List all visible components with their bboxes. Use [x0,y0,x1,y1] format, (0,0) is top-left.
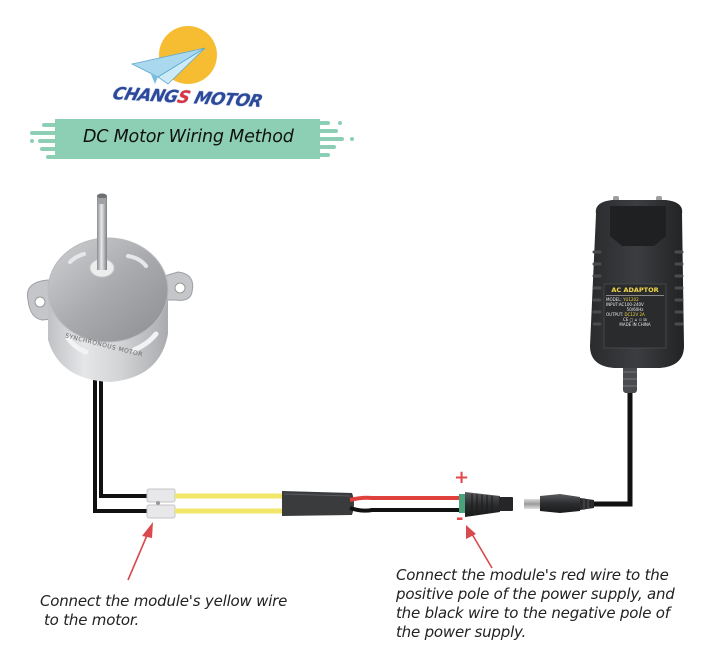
caption-line: positive pole of the power supply, and [396,585,675,603]
power-supply-caption: Connect the module's red wire to the pos… [396,566,716,642]
left-pointer-arrow [127,522,153,581]
dc-male-plug [524,494,594,513]
caption-line: to the motor. [44,611,140,629]
mount-hole [174,282,186,294]
title-banner [30,119,354,159]
caption-line: Connect the module's red wire to the [396,566,669,584]
adaptor-spec-label: AC ADAPTOR MODEL: YU1202 INPUT:AC100-240… [606,286,664,327]
heat-shrink-tube [282,491,354,516]
terminal-block [146,488,176,519]
adaptor-input: INPUT:AC100-240V [606,302,644,307]
adaptor-model-value: YU1202 [623,297,639,302]
synchronous-motor [26,193,194,382]
module-output-wires [349,495,460,513]
adaptor-output: OUTPUT: DC12V 2A [606,312,664,317]
dc-female-connector [459,492,513,517]
adaptor-model: MODEL: YU1202 [606,297,664,302]
yellow-wires [175,493,282,514]
paper-plane-icon [130,47,206,85]
cable-strain-relief [623,365,637,393]
yellow-wire-caption: Connect the module's yellow wire to the … [40,592,340,630]
caption-line: the power supply. [396,623,527,641]
power-adapter [590,196,684,368]
motor-leads [93,370,150,513]
negative-pole-label: - [456,508,464,529]
adaptor-title: AC ADAPTOR [606,286,664,296]
caption-line: Connect the module's yellow wire [40,592,288,610]
motor-shaft [97,196,107,270]
adaptor-model-label: MODEL: [606,297,622,302]
adaptor-cable [594,392,633,507]
brand-logo [130,26,217,85]
mount-hole [34,296,46,308]
caption-line: the black wire to the negative pole of [396,604,670,622]
right-pointer-arrow [466,525,493,569]
adaptor-output-label: OUTPUT: [606,312,624,317]
adaptor-origin: MADE IN CHINA [619,322,651,327]
certification-marks: CE ▢ ⌂ ♲ ☒ [623,317,647,322]
page-title: DC Motor Wiring Method [83,127,294,147]
brand-name-part2: MOTOR [186,88,265,112]
positive-pole-label: + [454,467,470,488]
adaptor-input-frequency: 50/60Hz [626,307,644,312]
brand-name-part1: CHANG [110,84,181,108]
adaptor-output-value: DC12V 2A [624,312,645,317]
